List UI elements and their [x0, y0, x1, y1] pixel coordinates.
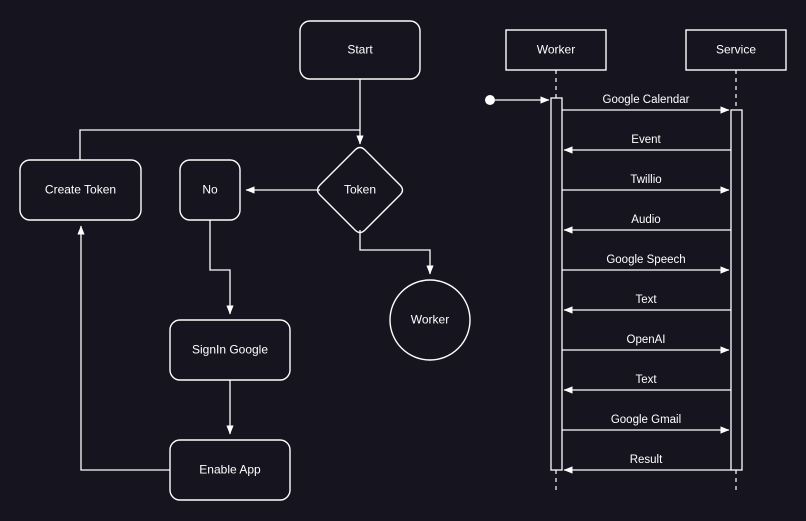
node-token-shape[interactable]: [316, 146, 404, 234]
node-create-token-shape[interactable]: [19, 159, 142, 221]
sequence-message-10-label: Result: [630, 454, 663, 466]
node-create-token[interactable]: Create Token: [19, 159, 142, 221]
sequence-message-9: Google Gmail: [562, 414, 730, 434]
sequence-start-dot: [485, 95, 495, 105]
flowchart-edges: [77, 79, 434, 471]
node-start-shape[interactable]: [299, 20, 421, 80]
sequence-message-1: Google Calendar: [562, 94, 730, 114]
sequence-message-9-label: Google Gmail: [611, 414, 681, 426]
sequence-message-6: Text: [563, 294, 731, 314]
sequence-message-8-label: Text: [635, 374, 657, 386]
node-worker-circle-shape[interactable]: [389, 279, 471, 361]
node-start-label: Start: [347, 43, 373, 57]
sequence-message-1-label: Google Calendar: [603, 94, 690, 106]
sequence-message-10: Result: [563, 454, 731, 474]
edge-enable-to-create-token: [77, 225, 170, 471]
node-no-label: No: [202, 183, 218, 197]
sequence-message-6-label: Text: [635, 294, 657, 306]
sequence-message-4: Audio: [563, 214, 731, 234]
node-create-token-label: Create Token: [45, 183, 116, 197]
participant-worker-label: Worker: [537, 43, 575, 57]
node-signin-google[interactable]: SignIn Google: [169, 319, 291, 381]
activation-service: [730, 109, 743, 471]
node-signin-google-label: SignIn Google: [192, 343, 268, 357]
participant-worker[interactable]: Worker: [505, 29, 607, 71]
sequence-message-5: Google Speech: [562, 254, 730, 274]
sequence-message-4-label: Audio: [631, 214, 660, 226]
node-worker-circle-label: Worker: [411, 313, 449, 327]
node-token-label: Token: [344, 183, 376, 197]
edge-token-to-worker: [359, 230, 434, 275]
edge-create-token-to-token: [79, 129, 360, 160]
node-worker-circle[interactable]: Worker: [389, 279, 471, 361]
node-no[interactable]: No: [179, 159, 241, 221]
activation-worker: [550, 97, 563, 471]
edge-no-to-signin: [209, 220, 234, 315]
node-start[interactable]: Start: [299, 20, 421, 80]
participant-service-box[interactable]: [685, 29, 787, 71]
node-enable-app-shape[interactable]: [169, 439, 291, 501]
node-enable-app[interactable]: Enable App: [169, 439, 291, 501]
node-token[interactable]: Token: [316, 146, 404, 234]
participant-worker-box[interactable]: [505, 29, 607, 71]
node-signin-google-shape[interactable]: [169, 319, 291, 381]
sequence-message-7: OpenAI: [562, 334, 730, 354]
sequence-message-8: Text: [563, 374, 731, 394]
sequence-message-3-label: Twillio: [630, 174, 661, 186]
sequence-message-2: Event: [563, 134, 731, 154]
sequence-message-5-label: Google Speech: [606, 254, 685, 266]
sequence-message-7-label: OpenAI: [627, 334, 666, 346]
participant-service[interactable]: Service: [685, 29, 787, 71]
flowchart-nodes: Start Token No Create Token SignIn Googl…: [19, 20, 471, 501]
sequence-diagram: Worker Service Google Calendar Event: [485, 29, 787, 492]
node-enable-app-label: Enable App: [199, 463, 261, 477]
participant-service-label: Service: [716, 43, 756, 57]
node-no-shape[interactable]: [179, 159, 241, 221]
sequence-message-3: Twillio: [562, 174, 730, 194]
sequence-message-2-label: Event: [631, 134, 661, 146]
